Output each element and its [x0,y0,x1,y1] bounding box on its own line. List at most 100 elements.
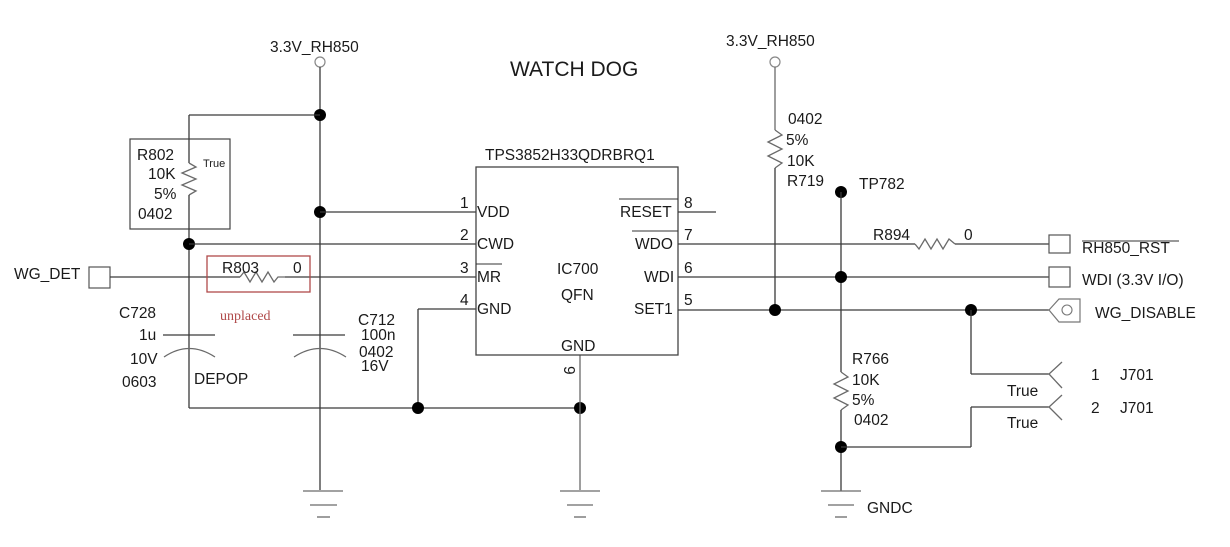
r802-flag: True [203,158,225,170]
net-rh850-rst: RH850_RST [1048,234,1179,257]
r719-ref: R719 [787,173,824,190]
rh850-rst-port-icon[interactable] [1048,234,1071,254]
capacitor-plate-icon [293,347,347,358]
junction-dot [412,402,424,414]
pin-number: 2 [460,227,469,244]
resistor-r803[interactable]: R803 0 unplaced [206,255,311,324]
ic-part-number: TPS3852H33QDRBRQ1 [485,147,655,164]
resistor-zigzag-icon [180,162,198,196]
power-rail-right: 3.3V_RH850 [726,33,815,130]
r719-package: 0402 [788,111,822,128]
resistor-zigzag-icon [832,371,850,411]
capacitor-c712[interactable]: C712 100n 0402 16V [293,312,395,375]
ic-ref: IC700 [557,261,599,278]
r894-value: 0 [964,227,973,244]
capacitor-c728[interactable]: C728 1u 10V 0603 DEPOP [119,305,248,391]
r802-ref: R802 [137,147,174,164]
r894-ref: R894 [873,227,910,244]
c712-value: 100n [361,327,395,344]
power-label-left: 3.3V_RH850 [270,39,359,56]
r766-package: 0402 [854,412,888,429]
pin-number: 4 [460,292,469,309]
net-wg-det: WG_DET [14,266,476,289]
pin-name-mr: MR [477,269,501,286]
ground-symbol-left [303,490,343,518]
wg-disable-label: WG_DISABLE [1095,305,1196,322]
unplaced-box [206,255,311,293]
c712-ref: C712 [358,312,395,329]
ground-symbol-gndc: GNDC [821,490,913,518]
power-label-right: 3.3V_RH850 [726,33,815,50]
j701-pin2-number: 2 [1091,400,1100,417]
pin-number: 8 [684,195,693,212]
j701-ref-2: J701 [1120,400,1154,417]
j701-flag2: True [1007,415,1038,432]
pin-number: 1 [460,195,469,212]
r802-tolerance: 5% [154,186,177,203]
connector-pin1-icon [1048,361,1063,389]
c728-package: 0603 [122,374,156,391]
j701-ref-1: J701 [1120,367,1154,384]
pin-name-wdi: WDI [644,269,674,286]
pin-number: 3 [460,260,469,277]
r719-value: 10K [787,153,815,170]
resistor-r894[interactable]: R894 0 [873,227,973,251]
j701-flag1: True [1007,383,1038,400]
wg-det-label: WG_DET [14,266,81,283]
resistor-r719[interactable]: 0402 5% 10K R719 [766,111,824,310]
test-point-tp782[interactable]: TP782 [835,176,905,352]
c728-depop: DEPOP [194,371,248,388]
connector-j701[interactable]: True True 1 J701 2 J701 [1007,367,1154,432]
c728-ref: C728 [119,305,156,322]
c728-voltage: 10V [130,351,158,368]
resistor-zigzag-icon [766,129,784,169]
r766-ref: R766 [852,351,889,368]
resistor-zigzag-icon [239,270,285,284]
power-port-icon [314,56,326,68]
gndc-label: GNDC [867,500,913,517]
pin-number: 9 [560,366,577,375]
port-hole-icon [1061,304,1073,316]
pin-number: 6 [684,260,693,277]
ground-symbol-center [560,490,600,518]
wg-det-port-icon[interactable] [88,266,111,289]
ic-package: QFN [561,287,594,304]
resistor-r766[interactable]: R766 10K 5% 0402 [832,351,889,491]
pin-number: 7 [684,227,693,244]
resistor-zigzag-icon [914,237,956,251]
pin-name-gnd-bottom: GND [561,338,595,355]
ic700[interactable]: TPS3852H33QDRBRQ1 IC700 QFN 1 VDD 2 CWD … [460,147,716,375]
c712-package: 0402 [359,344,393,361]
net-wg-disable: WG_DISABLE [1048,298,1196,323]
pin-name-vdd: VDD [477,204,510,221]
junction-dot [835,271,847,283]
r719-tolerance: 5% [786,132,809,149]
pin-name-gnd: GND [477,301,511,318]
r803-value: 0 [293,260,302,277]
r802-value: 10K [148,166,176,183]
wdi-label: WDI (3.3V I/O) [1082,272,1184,289]
j701-pin1-number: 1 [1091,367,1100,384]
resistor-r802[interactable]: R802 10K 5% 0402 True [129,115,231,408]
schematic-title: WATCH DOG [510,58,638,81]
r802-box [129,138,231,230]
r766-tolerance: 5% [852,392,875,409]
wdi-port-icon[interactable] [1048,266,1071,288]
pin-number: 5 [684,292,693,309]
pin-name-reset: RESET [620,204,672,221]
ic-body [475,166,679,356]
rh850-rst-label: RH850_RST [1082,240,1170,257]
r803-unplaced-note: unplaced [220,309,271,324]
power-rail-left: 3.3V_RH850 [189,39,476,490]
capacitor-plate-icon [163,347,216,358]
r766-value: 10K [852,372,880,389]
r802-package: 0402 [138,206,172,223]
connector-pin2-icon [1048,394,1063,421]
c728-value: 1u [139,327,156,344]
tp782-ref: TP782 [859,176,905,193]
junction-dot [769,304,781,316]
pin-name-set1: SET1 [634,301,673,318]
r803-ref: R803 [222,260,259,277]
c712-voltage: 16V [361,358,389,375]
